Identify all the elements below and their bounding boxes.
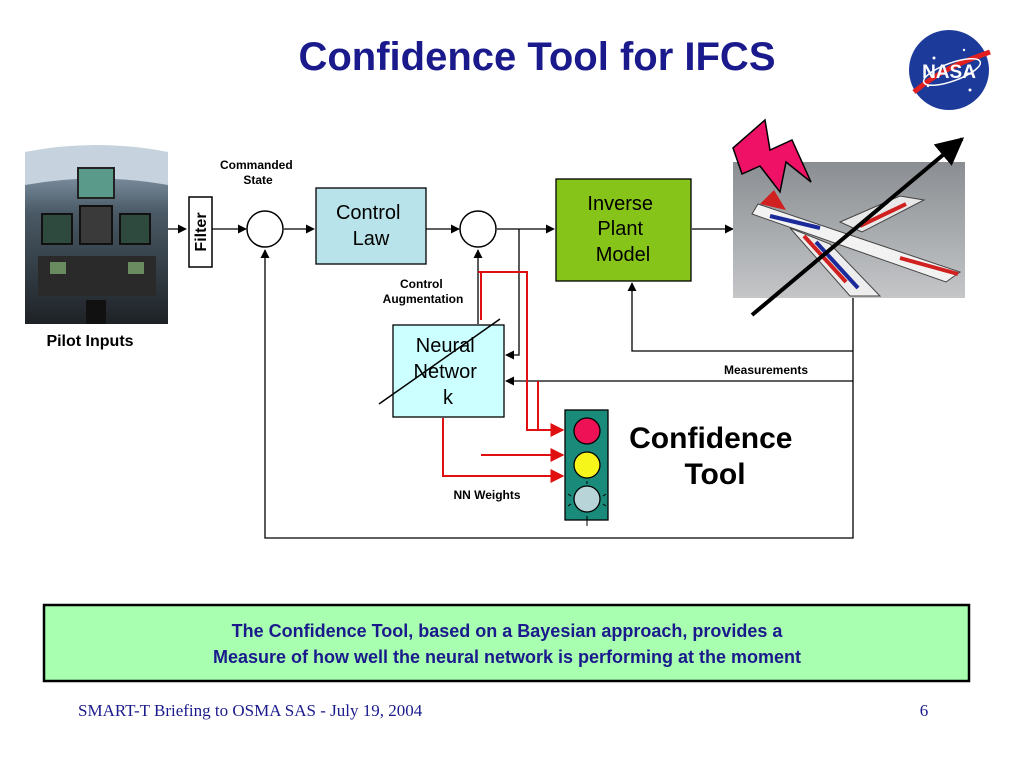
traffic-light-icon <box>564 409 609 526</box>
control-law-block <box>315 187 427 265</box>
control-augmentation-label: Control Augmentation <box>383 277 464 306</box>
commanded-state-label: Commanded State <box>220 158 296 187</box>
nn-weights-label: NN Weights <box>453 488 520 502</box>
nasa-logo: NASA <box>909 30 991 110</box>
filter-block <box>188 196 213 268</box>
inverse-plant-model-block <box>555 178 692 282</box>
inverse-plant-model-label: Inverse Plant Model <box>587 193 658 266</box>
yellow-light <box>573 451 601 479</box>
lightning-bolt-icon <box>732 118 812 194</box>
slide-title: Confidence Tool for IFCS <box>298 35 775 79</box>
callout-line-2: Measure of how well the neural network i… <box>213 647 801 667</box>
neural-network-label: Neural Networ k <box>414 335 483 409</box>
failure-arrow <box>750 137 965 317</box>
footer-text: SMART-T Briefing to OSMA SAS - July 19, … <box>78 701 423 720</box>
confidence-tool-label: Confidence Tool <box>629 422 801 491</box>
callout-line-1: The Confidence Tool, based on a Bayesian… <box>232 621 784 641</box>
summary-callout <box>42 603 971 683</box>
cockpit-image <box>25 145 168 324</box>
nasa-logo-text: NASA <box>922 62 976 83</box>
summing-junction-1 <box>246 210 284 248</box>
control-law-label: Control Law <box>336 202 406 250</box>
neural-network-block <box>392 324 505 418</box>
filter-label: Filter <box>193 212 210 251</box>
measurements-label: Measurements <box>724 363 808 377</box>
pilot-inputs-label: Pilot Inputs <box>46 333 133 350</box>
aircraft-image <box>733 162 965 298</box>
adaptation-slash <box>378 318 501 405</box>
summing-junction-2 <box>459 210 497 248</box>
off-light <box>573 485 601 513</box>
page-number: 6 <box>920 701 929 720</box>
red-light <box>573 417 601 445</box>
